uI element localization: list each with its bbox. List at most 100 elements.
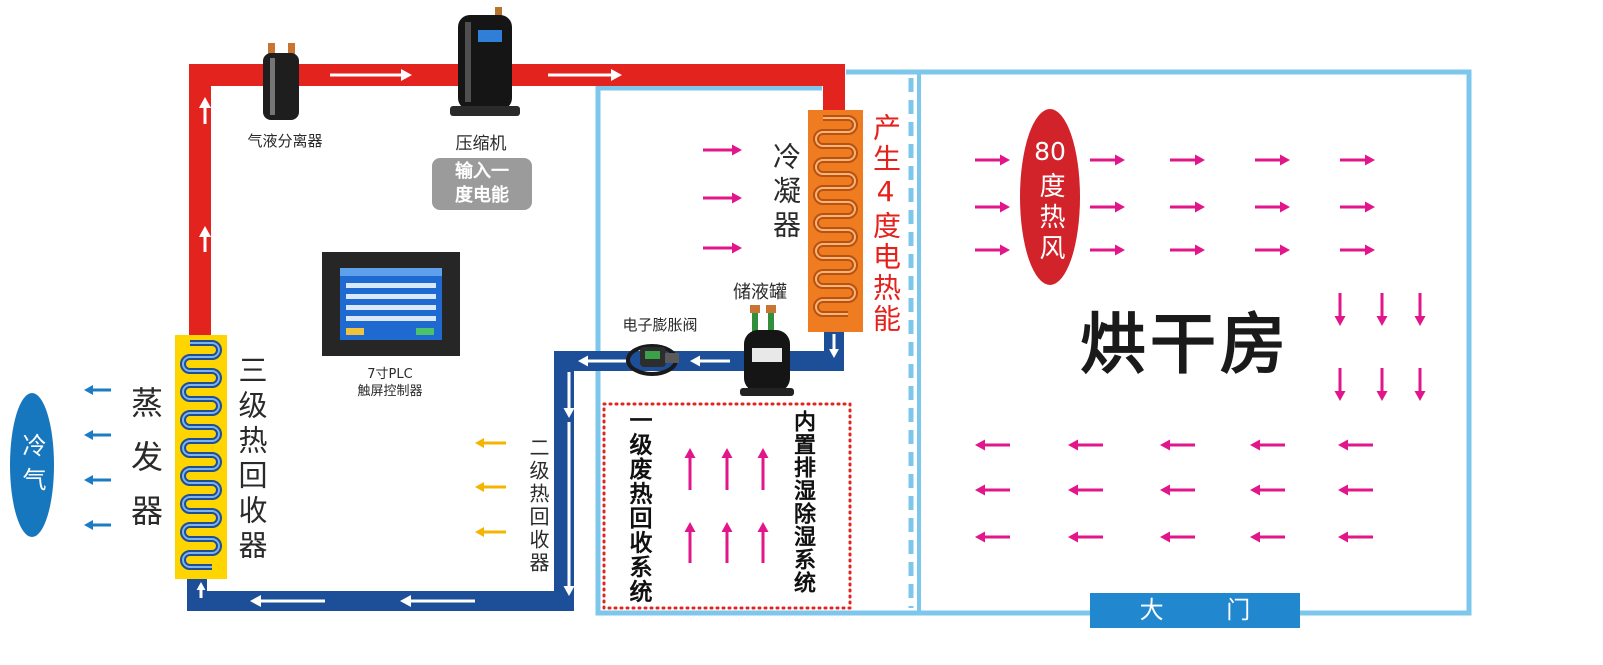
refrigerant-flow-arrow-up-icon	[196, 582, 206, 598]
arrow-head	[1068, 484, 1078, 496]
return-air-arrow-left-icon	[1338, 484, 1373, 496]
arrow-head	[1338, 484, 1348, 496]
arrow-head	[196, 582, 206, 590]
refrigerant-flow-arrow-right-icon	[548, 68, 622, 82]
door-badge	[1090, 593, 1300, 628]
hot-air-arrow-down-icon	[1376, 293, 1388, 326]
return-air-arrow-left-icon	[1160, 531, 1195, 543]
receiver-pipe	[752, 312, 758, 334]
plc-screen-button	[346, 328, 364, 335]
return-air-arrow-left-icon	[975, 439, 1010, 451]
refrigerant-flow-arrow-up-icon	[198, 97, 212, 124]
drying-room-outline	[595, 69, 1472, 616]
arrow-head	[1414, 391, 1426, 401]
hot-air-arrow-right-icon	[1255, 154, 1290, 166]
hot-air-arrow-right-icon	[975, 154, 1010, 166]
refrigerant-flow-arrow-down-icon	[563, 422, 575, 596]
arrow-head	[563, 408, 575, 418]
arrow-head	[1160, 439, 1170, 451]
hot-air-arrow-right-icon	[1090, 244, 1125, 256]
arrow-head	[198, 226, 212, 237]
waste-heat-arrow-up-icon	[684, 522, 696, 563]
arrow-head	[975, 439, 985, 451]
separator-fitting	[288, 43, 295, 56]
arrow-head	[475, 527, 484, 537]
cold-air-arrow-left-icon	[84, 520, 111, 530]
primary-waste-heat-recovery-label: 一级废热回收系统	[625, 408, 651, 604]
arrow-head	[1195, 244, 1205, 256]
hot-air-badge	[1020, 109, 1080, 285]
valve-outlet	[665, 353, 679, 363]
arrow-head	[1334, 391, 1346, 401]
return-air-arrow-left-icon	[1338, 439, 1373, 451]
condenser-coil	[813, 115, 858, 317]
return-air-arrow-left-icon	[1068, 531, 1103, 543]
evaporator-coil	[180, 340, 222, 570]
energy-input-text: 输入一 度电能	[432, 160, 532, 208]
arrow-head	[84, 475, 93, 485]
compressor-label-sticker	[478, 30, 502, 42]
arrow-head	[975, 531, 985, 543]
secondary-recovery-arrow-left-icon	[475, 527, 506, 537]
arrow-head	[690, 355, 700, 367]
coil-tube-highlight	[815, 117, 856, 315]
arrow-head	[84, 385, 93, 395]
hot-air-arrow-right-icon	[1340, 154, 1375, 166]
expansion-valve-label: 电子膨胀阀	[622, 316, 698, 334]
hot-air-arrow-right-icon	[1090, 154, 1125, 166]
receiver-label	[752, 348, 782, 362]
refrigerant-flow-arrow-up-icon	[198, 226, 212, 252]
arrow-head	[1115, 154, 1125, 166]
receiver-pipe	[768, 312, 774, 334]
return-air-arrow-left-icon	[1250, 531, 1285, 543]
arrow-head	[84, 430, 93, 440]
waste-heat-arrow-up-icon	[757, 448, 769, 490]
arrow-head	[401, 68, 412, 82]
hot-air-temperature: 80	[1034, 137, 1066, 166]
arrow-head	[732, 192, 742, 204]
return-air-arrow-left-icon	[1160, 439, 1195, 451]
arrow-head	[1280, 154, 1290, 166]
condenser-label: 冷凝器	[769, 142, 802, 244]
hot-air-arrow-right-icon	[1255, 201, 1290, 213]
cold-air-badge	[10, 393, 54, 537]
evaporator-label: 蒸发器	[126, 386, 164, 548]
arrow-head	[1068, 439, 1078, 451]
gas-liquid-separator-icon	[263, 43, 299, 120]
hot-air-arrow-down-icon	[1334, 368, 1346, 401]
refrigerant-flow-arrow-left-icon	[250, 594, 325, 608]
arrow-head	[684, 448, 696, 458]
arrow-head	[1195, 201, 1205, 213]
arrow-head	[721, 448, 733, 458]
separator-fitting	[268, 43, 275, 56]
hot-refrigerant-pipe	[189, 64, 845, 336]
arrow-head	[1334, 316, 1346, 326]
hot-air-arrow-down-icon	[1334, 293, 1346, 326]
arrow-head	[1365, 201, 1375, 213]
refrigerant-flow-arrow-right-icon	[330, 68, 412, 82]
compressor-highlight	[465, 22, 471, 102]
waste-heat-arrow-up-icon	[757, 522, 769, 563]
waste-heat-arrow-up-icon	[684, 448, 696, 490]
arrow-head	[578, 355, 588, 367]
valve-coil	[645, 351, 660, 359]
arrow-head	[1115, 244, 1125, 256]
arrow-head	[1068, 531, 1078, 543]
arrow-head	[611, 68, 622, 82]
energy-input-line: 输入一	[455, 161, 509, 182]
plc-screen-row	[346, 283, 436, 288]
arrow-head	[1250, 439, 1260, 451]
secondary-recovery-arrow-left-icon	[475, 438, 506, 448]
arrow-head	[1280, 201, 1290, 213]
hot-air-arrow-right-icon	[1170, 244, 1205, 256]
condenser	[808, 110, 863, 332]
hot-air-arrow-right-icon	[1170, 201, 1205, 213]
drying-room-title: 烘干房	[1080, 306, 1290, 383]
door-label: 大 门	[1139, 596, 1251, 624]
separator-label: 气液分离器	[247, 132, 323, 150]
arrow-head	[1338, 531, 1348, 543]
plc-screen-row	[346, 294, 436, 299]
hot-air-arrow-right-icon	[1255, 244, 1290, 256]
cold-refrigerant-pipe	[187, 330, 844, 611]
